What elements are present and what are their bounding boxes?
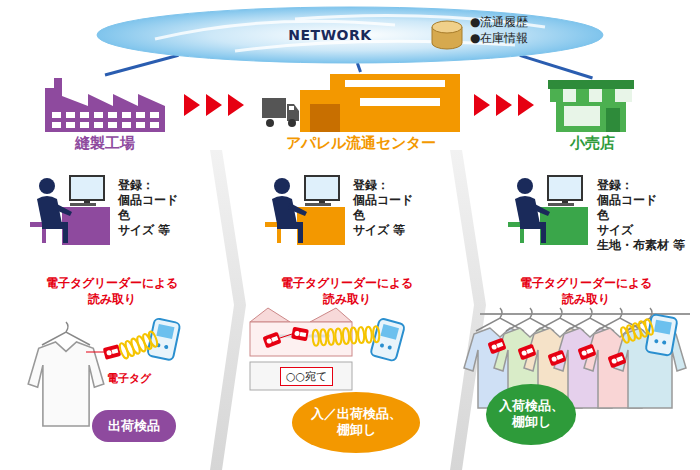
- database-cylinder: [430, 19, 464, 51]
- tag-label: 電子タグ: [105, 372, 153, 385]
- node-text: 出荷検品: [108, 418, 160, 434]
- registration-item: 生地・布素材 等: [597, 238, 685, 252]
- node-text: 入荷検品、棚卸し: [496, 398, 566, 431]
- node-text: ●在庫情報: [470, 31, 528, 47]
- column-divider: [210, 150, 246, 470]
- node-heading: アパレル流通センター: [286, 134, 436, 153]
- coil-loop: [358, 327, 365, 343]
- status-pill: 出荷検品: [92, 410, 176, 442]
- node-text: 入／出荷検品、棚卸し: [306, 406, 406, 439]
- node-text: ●流通履歴: [470, 15, 528, 31]
- network-link: [520, 55, 593, 78]
- distribution-center-icon: [262, 74, 460, 132]
- coil-loop: [343, 328, 350, 344]
- network-cloud: NETWORK ●流通履歴●在庫情報: [95, 5, 605, 65]
- registration-item: 色: [118, 208, 130, 222]
- registration-item: 登録：: [353, 178, 389, 192]
- reader-signal-coil: [118, 318, 654, 359]
- column-divider: [450, 150, 486, 470]
- reader-note: 電子タグリーダーによる 読み取り: [516, 276, 656, 307]
- registration-item: サイズ 等: [118, 223, 170, 237]
- coil-loop: [335, 328, 342, 344]
- registration-item: 個品コード: [118, 193, 178, 207]
- node-text: NETWORK: [288, 27, 371, 43]
- coil-loop: [365, 327, 372, 343]
- distribution-center-node: アパレル流通センター: [258, 72, 463, 155]
- registration-item: 色: [597, 208, 609, 222]
- factory-node: 縫製工場: [40, 75, 170, 155]
- flow-chevrons: [184, 94, 244, 116]
- network-link: [357, 63, 360, 72]
- factory-icon: [45, 78, 165, 132]
- box-illustration: [250, 308, 352, 390]
- tag-reader: [147, 318, 180, 361]
- registration-item: 個品コード: [353, 193, 413, 207]
- tag-reader: [370, 318, 405, 361]
- coil-loop: [320, 329, 327, 345]
- network-link: [105, 55, 179, 75]
- registration-item: 色: [353, 208, 365, 222]
- coil-loop: [147, 331, 159, 348]
- reader-note: 電子タグリーダーによる 読み取り: [277, 276, 417, 307]
- registration-item: 登録：: [118, 178, 154, 192]
- registration-item: サイズ: [597, 223, 633, 237]
- operator-icon: [508, 176, 588, 245]
- registration-item: 登録：: [597, 178, 633, 192]
- coil-loop: [644, 318, 655, 335]
- database: ●流通履歴●在庫情報: [430, 15, 528, 46]
- registration-item: サイズ 等: [353, 223, 405, 237]
- node-text: ○○宛て: [286, 369, 327, 384]
- address-label: ○○宛て: [280, 367, 333, 386]
- coil-loop: [312, 330, 319, 346]
- shop-node: 小売店: [545, 78, 640, 155]
- status-pill: 入荷検品、棚卸し: [486, 384, 576, 445]
- reader-note: 電子タグリーダーによる 読み取り: [42, 276, 182, 307]
- flow-chevrons: [474, 94, 534, 116]
- operator-icon: [30, 176, 110, 245]
- status-pill: 入／出荷検品、棚卸し: [292, 392, 420, 453]
- node-heading: 小売店: [570, 134, 615, 153]
- shop-icon: [548, 80, 634, 132]
- registration-item: 個品コード: [597, 193, 657, 207]
- node-heading: 縫製工場: [75, 134, 135, 153]
- coil-loop: [350, 327, 357, 343]
- coil-loop: [327, 329, 334, 345]
- coil-loop: [373, 326, 380, 342]
- operator-icon: [265, 176, 345, 245]
